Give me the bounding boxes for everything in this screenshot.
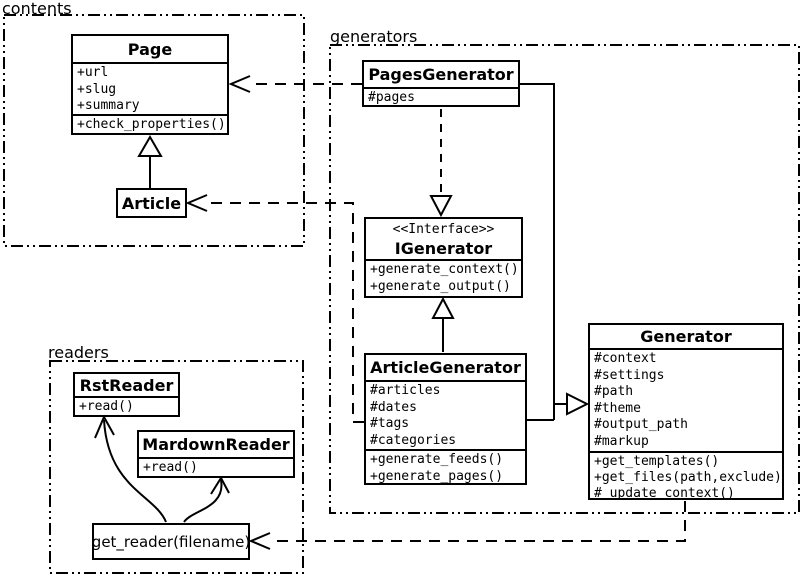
inheritance-triangle-icon: [137, 135, 163, 157]
class-member: #output_path: [594, 417, 688, 432]
package-readers-border: [49, 360, 304, 574]
class-mardown-reader-methods: +read(): [139, 457, 293, 476]
class-article-generator-attributes: #articles #dates #tags #categories: [366, 380, 525, 449]
class-pages-generator: PagesGenerator #pages: [362, 60, 520, 107]
class-pages-generator-attributes: #pages: [364, 87, 518, 105]
class-member: #markup: [594, 433, 649, 449]
class-member: #categories: [370, 432, 457, 448]
class-member: #_update_context(): [594, 486, 735, 498]
class-member: #path: [594, 384, 634, 399]
class-member: #context: [594, 351, 657, 366]
arrow-generator-to-getreader-line: [269, 501, 686, 542]
class-rst-reader-title: RstReader: [79, 375, 174, 395]
package-contents-border: [3, 14, 305, 247]
arrow-articlegenerator-to-article-line: [206, 202, 364, 423]
class-member: #dates: [370, 399, 417, 415]
class-igenerator-methods: +generate_context() +generate_output(): [366, 259, 521, 296]
class-page-title: Page: [127, 39, 173, 59]
class-article-generator: ArticleGenerator #articles #dates #tags …: [364, 353, 527, 485]
class-member: #pages: [368, 90, 415, 105]
arrow-getreader-to-mardownreader-line: [183, 479, 223, 523]
class-member: +read(): [143, 460, 198, 475]
class-generator-methods: +get_templates() +get_files(path,exclude…: [590, 451, 782, 498]
class-member: +check_properties(): [77, 117, 226, 132]
class-member: #tags: [370, 416, 410, 431]
open-arrowhead-icon: [94, 414, 115, 439]
class-article: Article: [116, 188, 187, 218]
class-member: +read(): [79, 399, 134, 414]
class-page-attributes: +url +slug +summary: [73, 62, 227, 114]
open-arrowhead-icon: [228, 75, 251, 93]
class-member: #theme: [594, 400, 641, 416]
class-generator-title: Generator: [640, 327, 732, 346]
class-page-methods: +check_properties(): [73, 114, 227, 133]
package-generators-label: generators: [330, 27, 418, 46]
class-mardown-reader-title: MardownReader: [142, 435, 290, 454]
class-member: +get_files(path,exclude): [594, 470, 782, 485]
inheritance-triangle-icon: [566, 392, 590, 416]
class-rst-reader: RstReader +read(): [73, 372, 180, 417]
class-member: +generate_context(): [370, 262, 519, 277]
class-member: +slug: [77, 81, 117, 97]
class-page: Page +url +slug +summary +check_properti…: [71, 34, 229, 135]
class-member: #settings: [594, 367, 665, 383]
class-member: +generate_output(): [370, 278, 511, 294]
class-member: +generate_feeds(): [370, 452, 504, 467]
package-readers-label: readers: [48, 343, 109, 362]
class-rst-reader-methods: +read(): [75, 396, 178, 415]
class-member: #articles: [370, 383, 441, 398]
open-arrowhead-icon: [210, 476, 230, 495]
realization-triangle-icon: [429, 195, 453, 218]
open-arrowhead-icon: [185, 194, 208, 212]
package-generators-border: [329, 44, 800, 514]
class-igenerator-stereotype: <<Interface>>: [392, 222, 495, 237]
class-igenerator: <<Interface>> IGenerator +generate_conte…: [364, 217, 523, 298]
class-igenerator-title: IGenerator: [394, 239, 493, 258]
open-arrowhead-icon: [248, 532, 271, 550]
arrow-pagesgenerator-to-generator-line: [520, 83, 555, 420]
package-contents-label: contents: [2, 0, 72, 18]
class-member: +summary: [77, 98, 140, 113]
arrow-getreader-to-rstreader-line: [103, 419, 167, 523]
class-article-title: Article: [121, 193, 182, 213]
class-member: +get_templates(): [594, 454, 720, 469]
class-pages-generator-title: PagesGenerator: [368, 65, 514, 84]
inheritance-triangle-icon: [431, 296, 455, 319]
class-article-generator-methods: +generate_feeds() +generate_pages(): [366, 449, 525, 483]
class-member: +generate_pages(): [370, 468, 504, 484]
class-mardown-reader: MardownReader +read(): [137, 430, 295, 478]
class-generator-attributes: #context #settings #path #theme #output_…: [590, 348, 782, 451]
function-get-reader: get_reader(filename): [92, 523, 250, 560]
class-member: +url: [77, 65, 109, 80]
class-article-generator-title: ArticleGenerator: [370, 358, 521, 377]
class-generator: Generator #context #settings #path #them…: [588, 323, 784, 500]
